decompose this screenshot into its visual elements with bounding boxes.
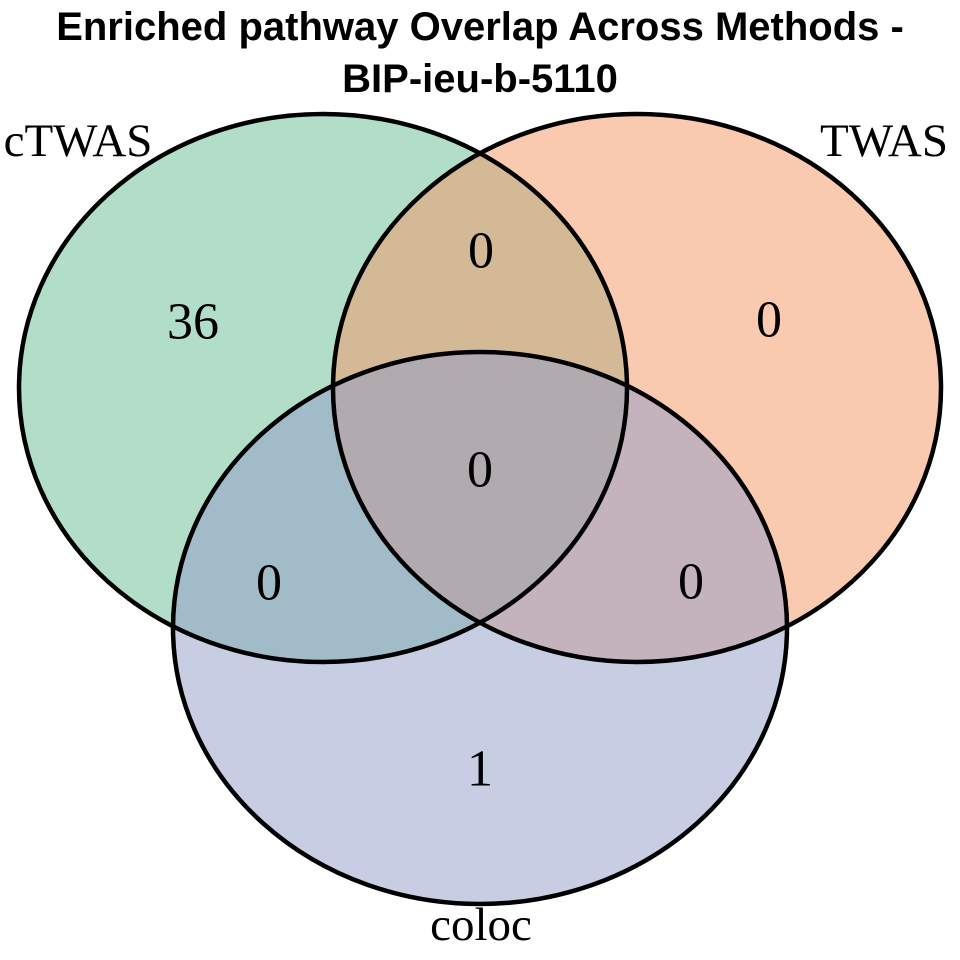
venn-outlines	[16, 111, 944, 907]
coloc-circle-fill	[173, 352, 787, 904]
venn-fills	[19, 114, 941, 904]
chart-title: Enriched pathway Overlap Across Methods …	[0, 1, 960, 105]
region-count-twas-only: 0	[756, 291, 782, 349]
set-label-ctwas: cTWAS	[3, 115, 153, 167]
chart-title-line2: BIP-ieu-b-5110	[342, 57, 618, 101]
region-count-ctwas-only: 36	[167, 293, 219, 351]
region-count-ctwas-coloc: 0	[256, 554, 282, 612]
region-count-all-three: 0	[467, 441, 493, 499]
coloc-circle-outline	[170, 349, 790, 907]
region-count-ctwas-twas: 0	[468, 222, 494, 280]
region-count-twas-coloc: 0	[678, 553, 704, 611]
set-label-coloc: coloc	[430, 899, 532, 951]
chart-title-line1: Enriched pathway Overlap Across Methods …	[56, 5, 904, 49]
set-label-twas: TWAS	[820, 115, 948, 167]
region-count-coloc-only: 1	[467, 740, 493, 798]
